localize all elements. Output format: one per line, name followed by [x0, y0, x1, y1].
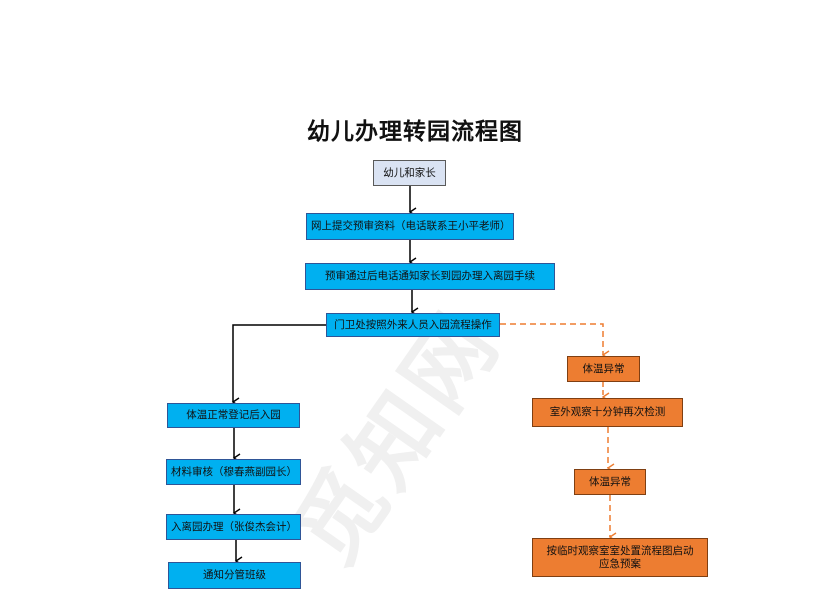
- page-title: 幼儿办理转园流程图: [307, 119, 523, 145]
- node-notify-class: 通知分管班级: [168, 562, 301, 589]
- node-normal-register: 体温正常登记后入园: [167, 403, 300, 428]
- node-enrollment-process: 入离园办理（张俊杰会计）: [166, 514, 301, 540]
- arrow-gate-to-normal: [231, 324, 326, 407]
- node-phone-notify: 预审通过后电话通知家长到园办理入离园手续: [305, 263, 555, 290]
- node-start: 幼儿和家长: [373, 160, 446, 186]
- node-material-review: 材料审核（穆春燕副园长）: [166, 459, 301, 485]
- node-abnormal-temp-2: 体温异常: [574, 469, 646, 495]
- node-abnormal-temp-1: 体温异常: [567, 356, 640, 382]
- node-emergency-plan: 按临时观察室室处置流程图启动应急预案: [532, 538, 708, 577]
- node-gate-procedure: 门卫处按照外来人员入园流程操作: [326, 313, 500, 337]
- node-outdoor-observe: 室外观察十分钟再次检测: [532, 398, 683, 427]
- node-submit-materials: 网上提交预审资料（电话联系王小平老师）: [306, 213, 514, 240]
- arrow-gate-to-abnormal: [500, 323, 610, 360]
